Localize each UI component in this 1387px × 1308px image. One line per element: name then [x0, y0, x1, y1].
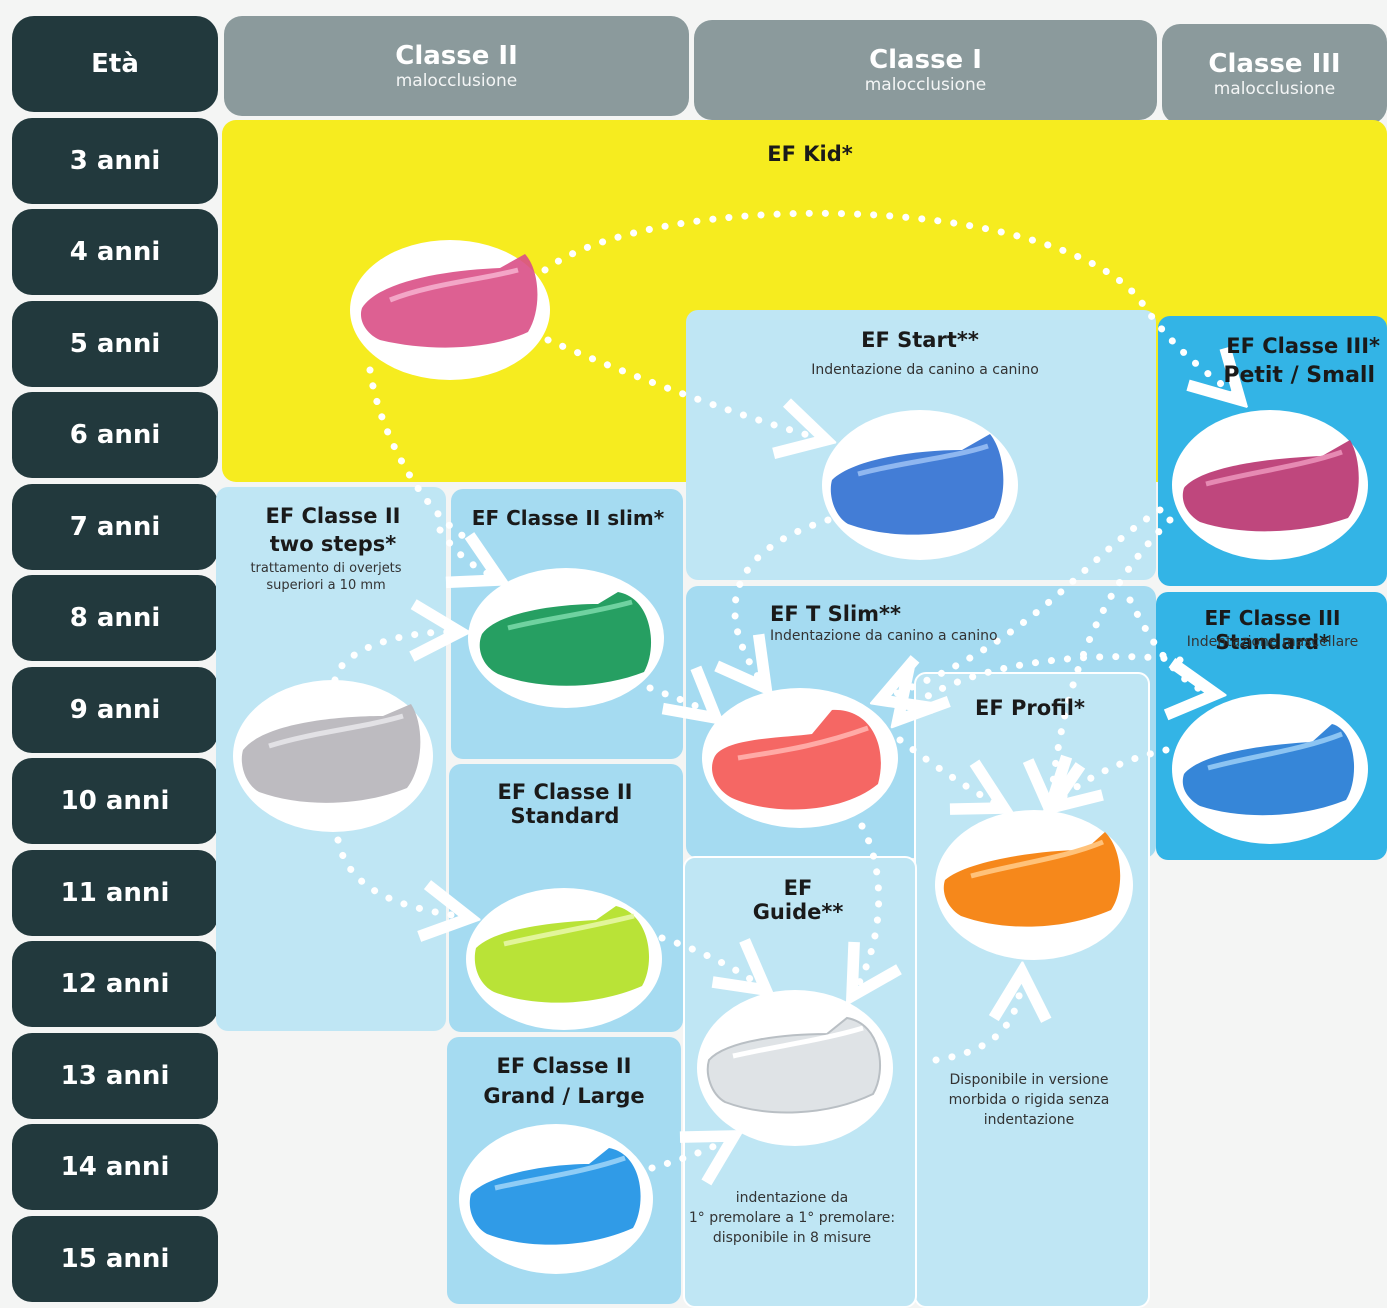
ef-class2-grand-appliance-icon	[469, 1148, 641, 1245]
ef-kid-appliance-icon	[360, 254, 538, 348]
ef-class3-standard-label: EF Classe III Standard*	[1204, 606, 1341, 654]
ef-start-label: EF Start**	[861, 328, 979, 352]
ef-class2-standard-appliance-icon	[474, 906, 650, 1003]
ef-start-appliance-icon	[830, 434, 1004, 535]
ef-class2-slim-label: EF Classe II slim*	[471, 506, 665, 530]
ef-class3-petit-label-line1: EF Classe III*	[1226, 334, 1380, 358]
ef-class2-slim-appliance-icon	[479, 592, 652, 686]
ef-class3-standard-note: Indentazione mascellare	[1186, 634, 1359, 650]
ef-class2-standard-oval	[466, 888, 662, 1030]
ef-class2-two-steps-label-line2: two steps*	[269, 532, 397, 556]
age-row-12: 12 anni	[12, 941, 218, 1027]
ef-t-slim-note: Indentazione da canino a canino	[770, 628, 998, 644]
ef-profil-oval	[935, 810, 1133, 960]
ef-class2-two-steps-note-line1: trattamento di overjets	[250, 561, 402, 576]
ef-class2-standard-label: EF Classe II Standard	[497, 780, 633, 828]
age-row-13: 13 anni	[12, 1033, 218, 1119]
age-row-4: 4 anni	[12, 209, 218, 295]
ef-class2-two-steps-appliance-icon	[241, 704, 421, 803]
ef-guide-note-line2: 1° premolare a 1° premolare:	[688, 1210, 896, 1226]
age-header: Età	[12, 16, 218, 112]
column-header-class3: Classe III malocclusione	[1162, 24, 1387, 124]
ef-class2-grand-oval	[459, 1124, 653, 1274]
ef-class3-standard-appliance-icon	[1182, 724, 1355, 816]
ef-start-oval	[822, 410, 1018, 560]
ef-guide-appliance-icon	[706, 1016, 881, 1114]
ef-class2-grand-label-line2: Grand / Large	[483, 1084, 645, 1108]
ef-t-slim-label: EF T Slim**	[770, 602, 902, 626]
ef-class2-two-steps-note-line2: superiori a 10 mm	[266, 578, 386, 593]
ef-class3-petit-appliance-icon	[1182, 440, 1359, 532]
ef-kid-oval	[350, 240, 550, 380]
ef-profil-note-line1: Disponibile in versione	[949, 1072, 1109, 1088]
age-row-11: 11 anni	[12, 850, 218, 936]
ef-t-slim-oval	[702, 688, 898, 828]
ef-class3-petit-label-line2: Petit / Small	[1223, 363, 1375, 388]
ef-profil-note-line3: indentazione	[983, 1112, 1075, 1128]
age-row-15: 15 anni	[12, 1216, 218, 1302]
age-row-14: 14 anni	[12, 1124, 218, 1210]
zone-profil	[914, 672, 1150, 1308]
ef-start-note: Indentazione da canino a canino	[811, 362, 1039, 378]
ef-guide-note-line1: indentazione da	[735, 1190, 849, 1206]
ef-guide-label: EF Guide**	[752, 876, 844, 924]
ef-class3-petit-oval	[1172, 410, 1368, 560]
age-row-6: 6 anni	[12, 392, 218, 478]
age-row-3: 3 anni	[12, 118, 218, 204]
ef-t-slim-appliance-icon	[712, 709, 881, 810]
age-row-8: 8 anni	[12, 575, 218, 661]
ef-kid-label: EF Kid*	[767, 142, 853, 166]
age-row-10: 10 anni	[12, 758, 218, 844]
age-row-9: 9 anni	[12, 667, 218, 753]
ef-class2-two-steps-oval	[233, 680, 433, 832]
ef-guide-oval	[697, 990, 893, 1146]
ef-class3-standard-oval	[1172, 694, 1368, 844]
column-header-class1: Classe I malocclusione	[694, 20, 1157, 120]
ef-class2-two-steps-label-line1: EF Classe II	[265, 504, 401, 528]
ef-class2-slim-oval	[468, 568, 664, 708]
ef-profil-appliance-icon	[943, 832, 1121, 927]
ef-guide-note-line3: disponibile in 8 misure	[712, 1230, 872, 1246]
age-row-7: 7 anni	[12, 484, 218, 570]
age-row-5: 5 anni	[12, 301, 218, 387]
column-header-class2: Classe II malocclusione	[224, 16, 689, 116]
ef-class2-grand-label-line1: EF Classe II	[496, 1054, 632, 1078]
ef-profil-label: EF Profil*	[975, 696, 1085, 720]
ef-profil-note-line2: morbida o rigida senza	[948, 1092, 1110, 1108]
